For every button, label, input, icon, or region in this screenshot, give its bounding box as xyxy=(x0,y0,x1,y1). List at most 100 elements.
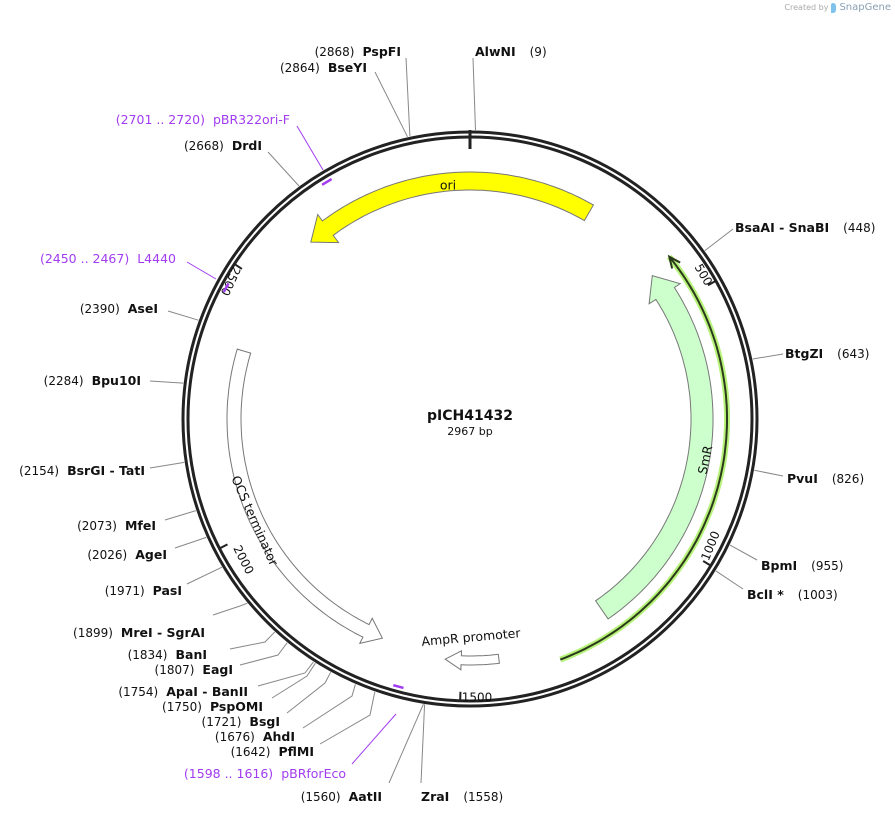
enzyme-name: PspOMI xyxy=(210,699,263,714)
enzyme-site-label[interactable]: AlwNI(9) xyxy=(475,44,547,59)
enzyme-site-label[interactable]: (2154) BsrGI - TatI xyxy=(19,463,145,478)
primer-mark[interactable] xyxy=(392,683,404,690)
feature-ocs-terminator-arrow[interactable] xyxy=(226,348,384,645)
enzyme-leader-line xyxy=(186,566,223,585)
enzyme-site-label[interactable]: BclI *(1003) xyxy=(747,587,838,602)
enzyme-name: BsgI xyxy=(249,714,280,729)
enzyme-name: BpmI xyxy=(761,558,797,573)
enzyme-site-label[interactable]: (2390)AseI xyxy=(80,301,158,316)
enzyme-leader-line xyxy=(174,536,207,549)
primer-range: (2701 .. 2720) xyxy=(116,112,205,127)
feature-label[interactable]: ori xyxy=(440,178,456,193)
tick-mark xyxy=(707,279,718,287)
enzyme-site-label[interactable]: (2868)PspFI xyxy=(315,44,401,59)
enzyme-position: (1754) xyxy=(118,685,158,699)
enzyme-site-label[interactable]: (1807) EagI xyxy=(155,662,233,677)
enzyme-leader-line xyxy=(167,310,199,321)
enzyme-position: (826) xyxy=(832,472,864,486)
tick-mark xyxy=(233,262,243,270)
enzyme-leader-line xyxy=(704,228,734,251)
enzyme-site-label[interactable]: (1899)MreI - SgrAI xyxy=(73,625,205,640)
primer-range: (2450 .. 2467) xyxy=(40,251,129,266)
enzyme-position: (448) xyxy=(843,221,875,235)
plasmid-length: 2967 bp xyxy=(447,425,492,438)
primer-name: L4440 xyxy=(137,251,176,266)
enzyme-site-label[interactable]: (2864)BseYI xyxy=(280,60,367,75)
enzyme-site-label[interactable]: BpmI(955) xyxy=(761,558,843,573)
enzyme-site-label[interactable]: (1834)BanI xyxy=(128,647,207,662)
enzyme-leader-line xyxy=(149,380,184,384)
enzyme-position: (2868) xyxy=(315,45,355,59)
enzyme-name: MfeI xyxy=(125,518,156,533)
enzyme-position: (643) xyxy=(837,347,869,361)
enzyme-leader-line xyxy=(149,461,185,469)
enzyme-leader-line xyxy=(388,703,424,784)
enzyme-position: (1721) xyxy=(202,715,242,729)
enzyme-leader-line xyxy=(472,57,476,131)
feature-smr-arrow[interactable] xyxy=(594,274,714,620)
enzyme-leader-line xyxy=(212,602,248,616)
enzyme-leader-line xyxy=(715,570,744,590)
enzyme-name: EagI xyxy=(202,662,233,677)
enzyme-site-label[interactable]: (1750)PspOMI xyxy=(162,699,263,714)
primer-mark[interactable] xyxy=(321,177,333,186)
enzyme-site-label[interactable]: (2284)Bpu10I xyxy=(44,373,141,388)
enzyme-name: ApaI - BanII xyxy=(166,684,248,699)
enzyme-site-label[interactable]: (1754) ApaI - BanII xyxy=(118,684,248,699)
enzyme-site-label[interactable]: (1560) AatII xyxy=(301,789,382,804)
enzyme-position: (1676) xyxy=(215,730,255,744)
enzyme-name: BsrGI - TatI xyxy=(67,463,145,478)
enzyme-name: AatII xyxy=(349,789,382,804)
enzyme-leader-line xyxy=(754,469,784,477)
primer-leader xyxy=(296,125,324,171)
enzyme-name: BsaAI - SnaBI xyxy=(735,220,829,235)
enzyme-site-label[interactable]: (2026)AgeI xyxy=(87,547,167,562)
primer-label[interactable]: (1598 .. 1616)pBRforEco xyxy=(184,766,346,781)
enzyme-site-label[interactable]: (2668) DrdI xyxy=(184,138,262,153)
enzyme-site-label[interactable]: (2073) MfeI xyxy=(77,518,156,533)
enzyme-site-label[interactable]: BtgZI(643) xyxy=(785,346,869,361)
enzyme-leader-line xyxy=(752,353,784,360)
feature-label[interactable]: SmR xyxy=(695,444,716,476)
enzyme-name: PasI xyxy=(153,583,182,598)
enzyme-site-label[interactable]: (1642)PflMI xyxy=(231,744,314,759)
tick-mark xyxy=(218,543,228,550)
primer-leader xyxy=(351,713,397,765)
enzyme-site-label[interactable]: ZraI(1558) xyxy=(421,789,503,804)
enzyme-position: (1560) xyxy=(301,790,341,804)
enzyme-name: MreI - SgrAI xyxy=(121,625,205,640)
plasmid-name: pICH41432 xyxy=(427,408,513,424)
feature-ori-arrow[interactable] xyxy=(310,171,595,244)
enzyme-position: (2154) xyxy=(19,464,59,478)
orf-line[interactable] xyxy=(559,256,728,661)
feature-ampr-promoter-arrow[interactable] xyxy=(444,649,500,671)
enzyme-site-label[interactable]: (1971) PasI xyxy=(105,583,182,598)
enzyme-leader-line xyxy=(271,662,316,699)
enzyme-leader-line xyxy=(302,684,356,729)
enzyme-site-label[interactable]: (1676)AhdI xyxy=(215,729,295,744)
enzyme-position: (1971) xyxy=(105,584,145,598)
primer-mark[interactable] xyxy=(222,282,230,293)
enzyme-name: DrdI xyxy=(232,138,262,153)
primer-label[interactable]: (2701 .. 2720)pBR322ori-F xyxy=(116,112,290,127)
enzyme-name: PvuI xyxy=(787,471,818,486)
enzyme-position: (2073) xyxy=(77,519,117,533)
enzyme-leader-line xyxy=(420,704,426,784)
enzyme-position: (1807) xyxy=(155,663,195,677)
watermark-prefix: Created by xyxy=(784,3,829,12)
enzyme-site-label[interactable]: BsaAI - SnaBI (448) xyxy=(735,220,875,235)
enzyme-leader-line xyxy=(286,671,332,714)
enzyme-site-label[interactable]: PvuI (826) xyxy=(787,471,864,486)
tick-mark xyxy=(702,560,713,568)
enzyme-leader-line xyxy=(229,631,276,650)
enzyme-position: (2026) xyxy=(87,548,127,562)
primer-leader xyxy=(186,261,217,280)
feature-label[interactable]: AmpR promoter xyxy=(421,625,522,649)
enzyme-site-label[interactable]: (1721) BsgI xyxy=(202,714,280,729)
enzyme-position: (2668) xyxy=(184,139,224,153)
primer-label[interactable]: (2450 .. 2467) L4440 xyxy=(40,251,176,266)
primer-range: (1598 .. 1616) xyxy=(184,766,273,781)
features xyxy=(226,171,730,671)
watermark-brand: SnapGene xyxy=(839,2,891,13)
enzyme-leader-line xyxy=(267,151,300,187)
